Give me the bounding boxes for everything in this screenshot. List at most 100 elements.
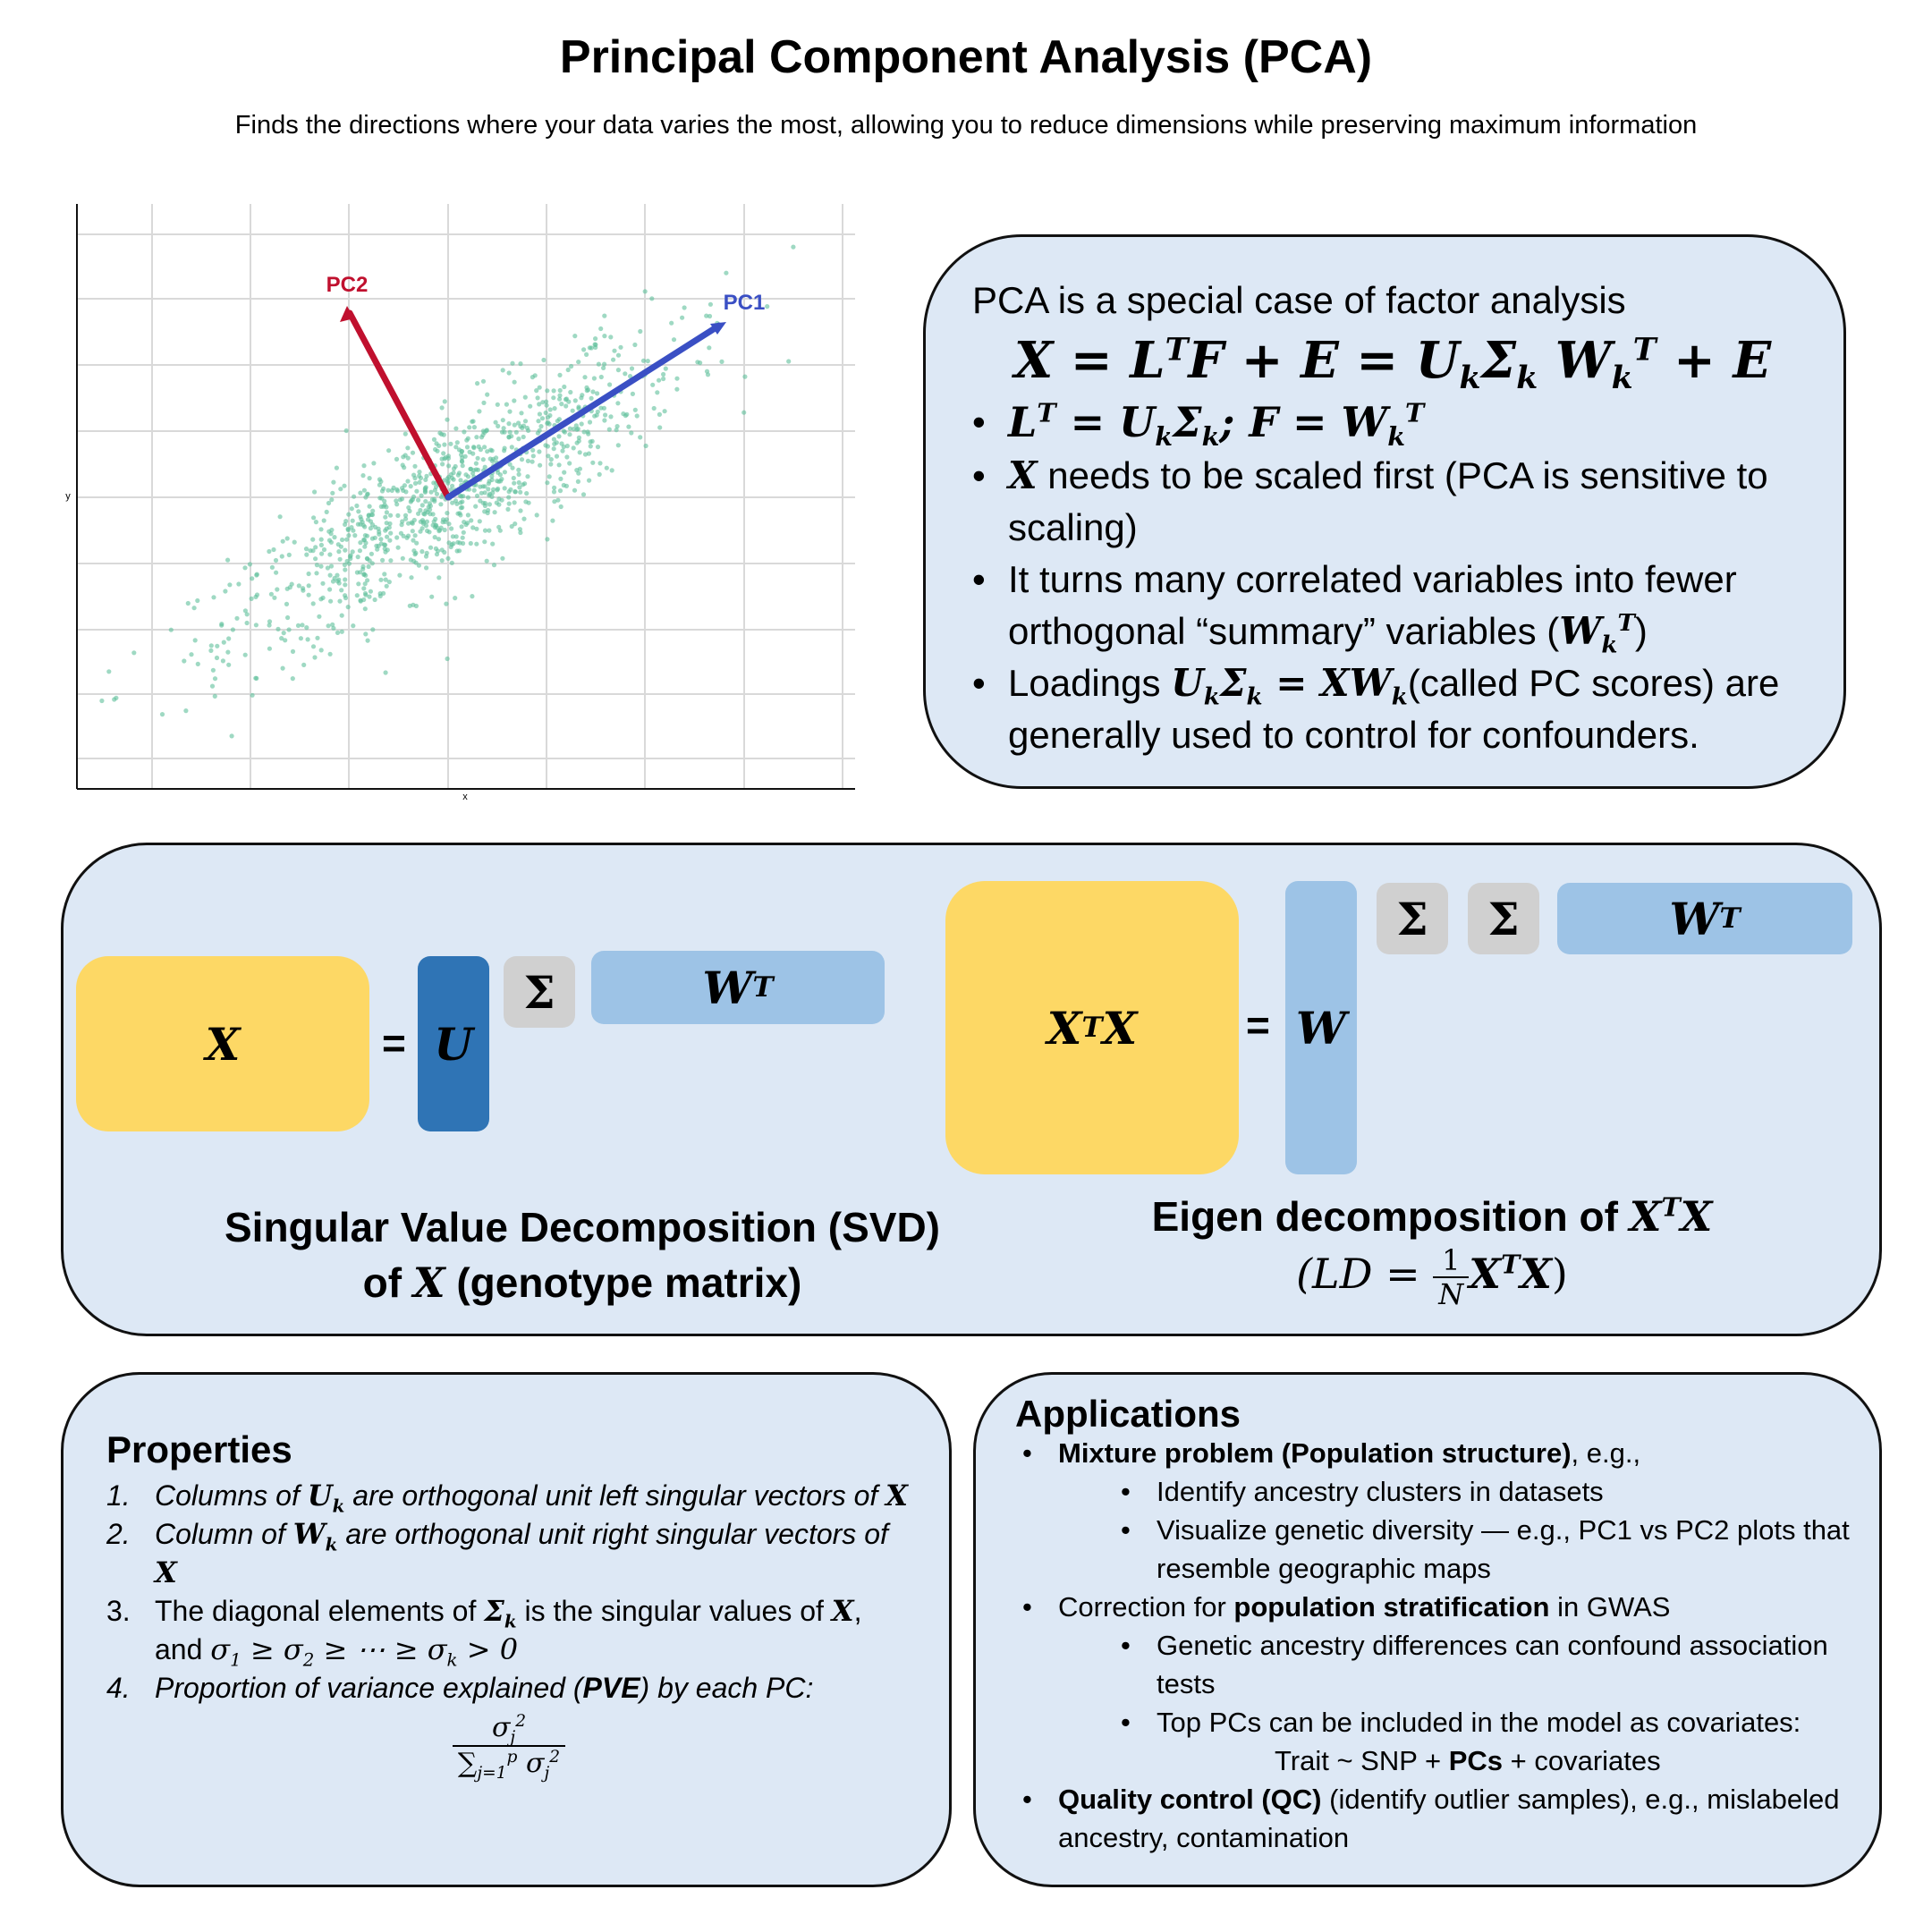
data-point: [310, 537, 316, 542]
data-point: [340, 537, 345, 543]
data-point: [465, 521, 470, 526]
data-point: [357, 548, 362, 554]
data-point: [301, 588, 306, 593]
data-point: [645, 359, 650, 364]
data-point: [615, 352, 622, 358]
data-point: [502, 470, 507, 475]
data-point: [247, 562, 252, 567]
data-point: [467, 449, 472, 454]
data-point: [349, 506, 354, 512]
svd-caption-line1: Singular Value Decomposition (SVD): [224, 1204, 940, 1250]
data-point: [490, 541, 496, 547]
data-point: [505, 506, 511, 512]
data-point: [494, 455, 499, 461]
data-point: [468, 540, 473, 547]
data-point: [436, 537, 442, 542]
data-point: [253, 675, 258, 681]
data-point: [496, 423, 501, 428]
data-point: [507, 409, 513, 414]
data-point: [471, 425, 477, 430]
data-point: [564, 403, 569, 409]
data-point: [425, 528, 430, 534]
data-point: [405, 479, 411, 484]
data-point: [537, 428, 542, 433]
data-point: [593, 344, 598, 350]
data-point: [445, 417, 450, 422]
data-point: [221, 640, 226, 645]
data-point: [548, 457, 554, 462]
data-point: [576, 406, 581, 411]
data-point: [474, 541, 479, 547]
data-point: [402, 513, 409, 518]
data-point: [386, 580, 392, 585]
data-point: [445, 480, 451, 486]
svd-caption: Singular Value Decomposition (SVD) of X …: [99, 1199, 1065, 1310]
data-point: [338, 544, 343, 549]
data-point: [382, 498, 387, 504]
data-point: [321, 547, 327, 553]
data-point: [435, 525, 440, 530]
data-point: [547, 407, 553, 412]
data-point: [413, 603, 419, 609]
data-point: [346, 533, 352, 538]
data-point: [366, 513, 371, 519]
data-point: [195, 597, 200, 604]
data-point: [435, 448, 440, 453]
data-point: [488, 447, 494, 453]
data-point: [486, 487, 491, 492]
data-point: [589, 395, 594, 401]
data-point: [327, 572, 333, 578]
data-point: [498, 479, 504, 484]
data-point: [453, 534, 459, 539]
data-point: [368, 526, 373, 531]
data-point: [367, 476, 372, 481]
data-point: [195, 661, 200, 667]
data-point: [554, 440, 559, 445]
data-point: [332, 575, 337, 581]
data-point: [295, 623, 301, 628]
data-point: [643, 443, 648, 449]
data-point: [506, 435, 512, 440]
data-point: [298, 636, 303, 641]
data-point: [457, 493, 462, 498]
data-point: [507, 429, 513, 435]
data-point: [343, 428, 349, 434]
data-point: [342, 562, 347, 568]
data-point: [604, 465, 609, 470]
data-point: [303, 547, 309, 552]
data-point: [382, 572, 387, 577]
data-point: [225, 557, 231, 563]
data-point: [606, 427, 612, 432]
data-point: [363, 572, 369, 578]
data-point: [572, 398, 578, 403]
data-point: [595, 391, 600, 396]
data-point: [208, 643, 214, 648]
data-point: [476, 444, 481, 449]
data-point: [477, 519, 482, 524]
data-point: [419, 503, 425, 508]
data-point: [339, 629, 344, 634]
data-point: [522, 481, 528, 487]
data-point: [432, 535, 437, 540]
data-point: [439, 558, 445, 564]
data-point: [345, 527, 351, 533]
data-point: [416, 563, 421, 568]
data-point: [608, 414, 614, 419]
data-point: [441, 451, 446, 456]
data-point: [562, 470, 567, 475]
data-point: [328, 598, 334, 604]
data-point: [304, 552, 309, 557]
data-point: [575, 479, 581, 484]
data-point: [360, 473, 366, 479]
data-point: [544, 399, 549, 404]
data-point: [361, 487, 367, 493]
app-model-formula: Trait ~ SNP + PCs + covariates: [1275, 1745, 1661, 1776]
data-point: [509, 523, 514, 530]
data-point: [518, 508, 523, 513]
data-point: [131, 650, 137, 656]
data-point: [470, 419, 476, 424]
data-point: [398, 530, 403, 536]
data-point: [510, 360, 515, 366]
data-point: [106, 669, 112, 674]
